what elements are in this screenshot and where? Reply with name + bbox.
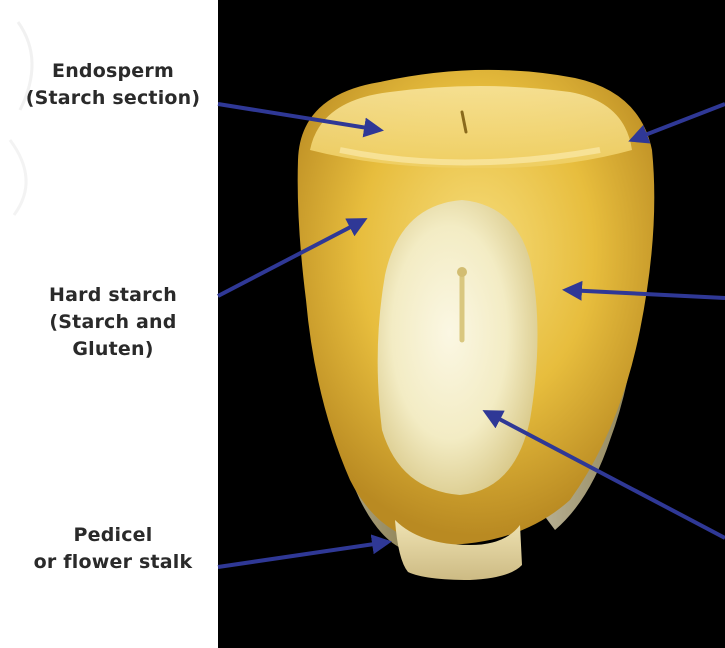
label-hard-starch-line-2: (Starch and [14, 309, 212, 336]
watermark-arcs [10, 22, 32, 215]
label-pedicel-line-1: Pedicel [14, 522, 212, 549]
germ-dot [457, 267, 467, 277]
label-endosperm-line-2: (Starch section) [14, 85, 212, 112]
germ [378, 200, 538, 495]
label-endosperm: Endosperm (Starch section) [14, 58, 212, 112]
label-hard-starch: Hard starch (Starch and Gluten) [14, 282, 212, 363]
label-pedicel: Pedicel or flower stalk [14, 522, 212, 576]
label-hard-starch-line-3: Gluten) [14, 336, 212, 363]
label-hard-starch-line-1: Hard starch [14, 282, 212, 309]
label-endosperm-line-1: Endosperm [14, 58, 212, 85]
label-pedicel-line-2: or flower stalk [14, 549, 212, 576]
